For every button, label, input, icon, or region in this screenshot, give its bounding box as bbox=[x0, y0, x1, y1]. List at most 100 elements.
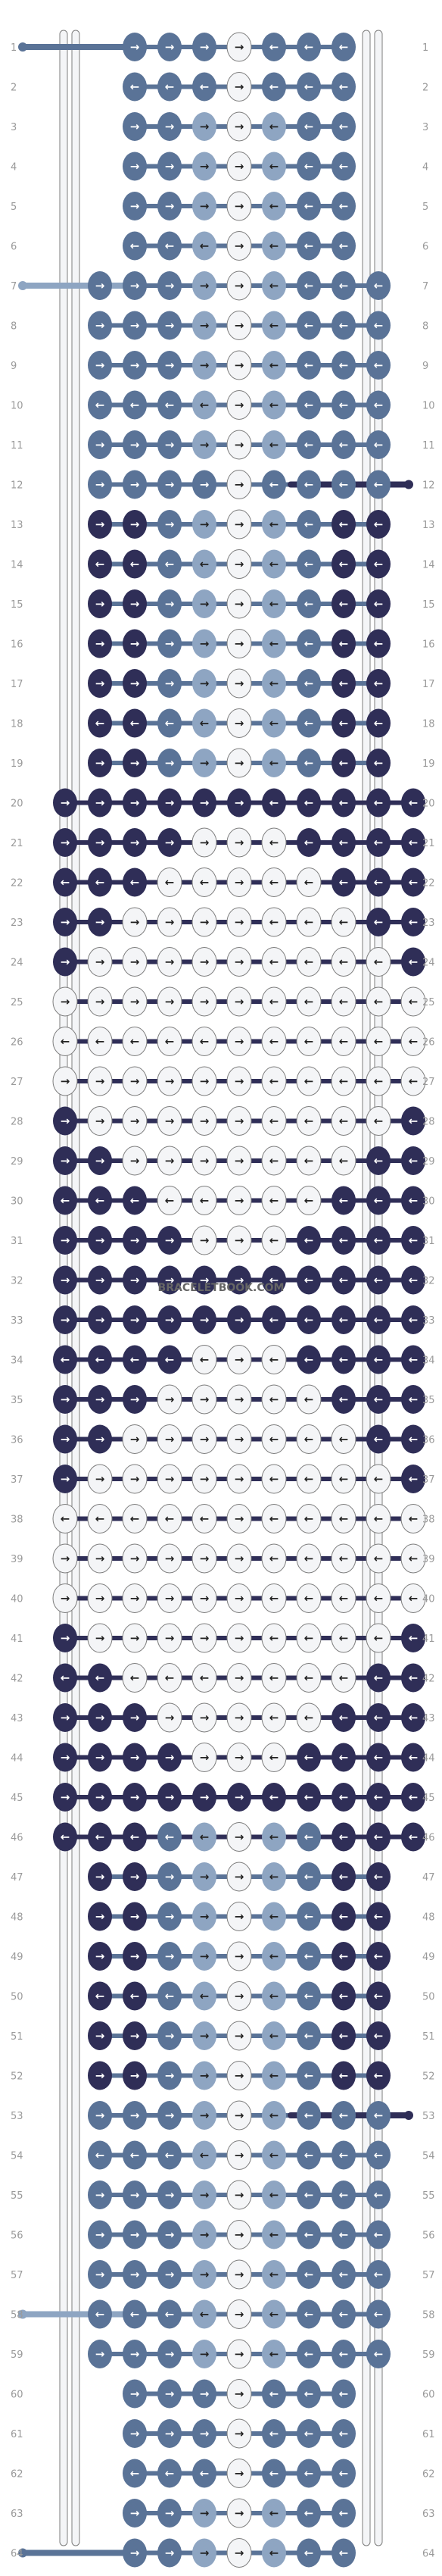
knot[interactable]: ← bbox=[332, 749, 356, 777]
knot[interactable]: ← bbox=[366, 947, 391, 977]
knot[interactable]: ← bbox=[366, 1265, 391, 1295]
knot[interactable]: ← bbox=[332, 669, 356, 698]
knot[interactable]: → bbox=[226, 1702, 252, 1733]
knot[interactable]: → bbox=[88, 1902, 112, 1931]
knot[interactable]: → bbox=[191, 1384, 217, 1415]
knot[interactable]: → bbox=[226, 2180, 252, 2210]
knot[interactable]: ← bbox=[297, 351, 321, 380]
knot[interactable]: ← bbox=[401, 1106, 425, 1136]
knot[interactable]: ← bbox=[331, 986, 356, 1017]
knot[interactable]: → bbox=[226, 1822, 252, 1852]
knot[interactable]: ← bbox=[332, 708, 356, 738]
knot[interactable]: → bbox=[226, 748, 252, 778]
knot[interactable]: ← bbox=[332, 2379, 356, 2409]
knot[interactable]: → bbox=[226, 1146, 252, 1176]
knot[interactable]: ← bbox=[296, 1583, 322, 1613]
knot[interactable]: → bbox=[123, 271, 147, 300]
knot[interactable]: ← bbox=[87, 1504, 113, 1533]
knot[interactable]: ← bbox=[53, 1822, 77, 1852]
knot[interactable]: ← bbox=[366, 2061, 391, 2090]
knot[interactable]: ← bbox=[157, 868, 182, 897]
knot[interactable]: → bbox=[123, 2499, 147, 2528]
knot[interactable]: ← bbox=[88, 708, 112, 738]
knot[interactable]: → bbox=[88, 908, 112, 936]
knot[interactable]: → bbox=[226, 549, 252, 579]
knot[interactable]: ← bbox=[400, 1066, 426, 1096]
knot[interactable]: ← bbox=[157, 1345, 182, 1374]
knot[interactable]: ← bbox=[262, 1305, 286, 1334]
knot[interactable]: → bbox=[226, 2259, 252, 2290]
knot[interactable]: → bbox=[53, 788, 77, 818]
knot[interactable]: → bbox=[87, 1543, 113, 1574]
knot[interactable]: → bbox=[157, 1543, 182, 1574]
knot[interactable]: ← bbox=[366, 1743, 391, 1772]
knot[interactable]: ← bbox=[366, 1942, 391, 1971]
knot[interactable]: ← bbox=[262, 112, 286, 141]
knot[interactable]: ← bbox=[296, 986, 322, 1017]
knot[interactable]: → bbox=[227, 788, 251, 818]
knot[interactable]: → bbox=[123, 112, 147, 141]
knot[interactable]: → bbox=[123, 1305, 147, 1334]
knot[interactable]: ← bbox=[261, 1225, 287, 1255]
knot[interactable]: → bbox=[157, 2101, 182, 2130]
knot[interactable]: → bbox=[226, 311, 252, 340]
knot[interactable]: → bbox=[226, 2061, 252, 2090]
knot[interactable]: ← bbox=[262, 2379, 286, 2409]
knot[interactable]: → bbox=[52, 1543, 78, 1574]
knot[interactable]: → bbox=[192, 192, 216, 220]
knot[interactable]: ← bbox=[123, 1186, 147, 1215]
knot[interactable]: ← bbox=[400, 1027, 426, 1056]
knot[interactable]: ← bbox=[331, 907, 356, 937]
knot[interactable]: → bbox=[226, 907, 252, 937]
knot[interactable]: → bbox=[123, 2181, 147, 2209]
knot[interactable]: ← bbox=[366, 1305, 391, 1334]
knot[interactable]: → bbox=[88, 271, 112, 300]
knot[interactable]: → bbox=[157, 828, 182, 857]
knot[interactable]: → bbox=[157, 907, 182, 937]
knot[interactable]: ← bbox=[366, 1504, 391, 1533]
knot[interactable]: ← bbox=[366, 1703, 391, 1732]
knot[interactable]: → bbox=[192, 2021, 216, 2050]
knot[interactable]: ← bbox=[332, 72, 356, 102]
knot[interactable]: ← bbox=[296, 1623, 322, 1653]
knot[interactable]: ← bbox=[331, 1504, 356, 1533]
knot[interactable]: → bbox=[157, 152, 182, 181]
knot[interactable]: ← bbox=[366, 1146, 391, 1175]
knot[interactable]: → bbox=[123, 629, 147, 658]
knot[interactable]: ← bbox=[401, 868, 425, 897]
knot[interactable]: ← bbox=[262, 72, 286, 102]
knot[interactable]: ← bbox=[366, 2340, 391, 2368]
knot[interactable]: ← bbox=[261, 827, 287, 858]
knot[interactable]: → bbox=[53, 947, 77, 977]
knot[interactable]: ← bbox=[88, 1186, 112, 1215]
knot[interactable]: → bbox=[226, 32, 252, 62]
knot[interactable]: → bbox=[226, 231, 252, 261]
knot[interactable]: ← bbox=[262, 589, 286, 618]
knot[interactable]: ← bbox=[261, 1623, 287, 1653]
knot[interactable]: ← bbox=[261, 1464, 287, 1494]
knot[interactable]: → bbox=[157, 1464, 182, 1494]
knot[interactable]: → bbox=[192, 1902, 216, 1931]
knot[interactable]: → bbox=[192, 351, 216, 380]
knot[interactable]: ← bbox=[262, 2419, 286, 2448]
knot[interactable]: → bbox=[123, 828, 147, 857]
knot[interactable]: ← bbox=[332, 1783, 356, 1812]
knot[interactable]: ← bbox=[332, 788, 356, 818]
knot[interactable]: → bbox=[88, 749, 112, 777]
knot[interactable]: ← bbox=[157, 1504, 182, 1533]
knot[interactable]: ← bbox=[297, 629, 321, 658]
knot[interactable]: → bbox=[88, 2220, 112, 2249]
knot[interactable]: ← bbox=[296, 1702, 322, 1733]
knot[interactable]: ← bbox=[297, 1862, 321, 1891]
knot[interactable]: ← bbox=[88, 1822, 112, 1852]
knot[interactable]: → bbox=[53, 1743, 77, 1772]
knot[interactable]: → bbox=[122, 1146, 148, 1176]
knot[interactable]: ← bbox=[332, 470, 356, 499]
knot[interactable]: → bbox=[123, 1743, 147, 1772]
knot[interactable]: ← bbox=[297, 1981, 321, 2011]
knot[interactable]: ← bbox=[53, 868, 77, 897]
knot[interactable]: ← bbox=[332, 1345, 356, 1374]
knot[interactable]: → bbox=[87, 1106, 113, 1136]
knot[interactable]: ← bbox=[332, 2419, 356, 2448]
knot[interactable]: ← bbox=[331, 1066, 356, 1096]
